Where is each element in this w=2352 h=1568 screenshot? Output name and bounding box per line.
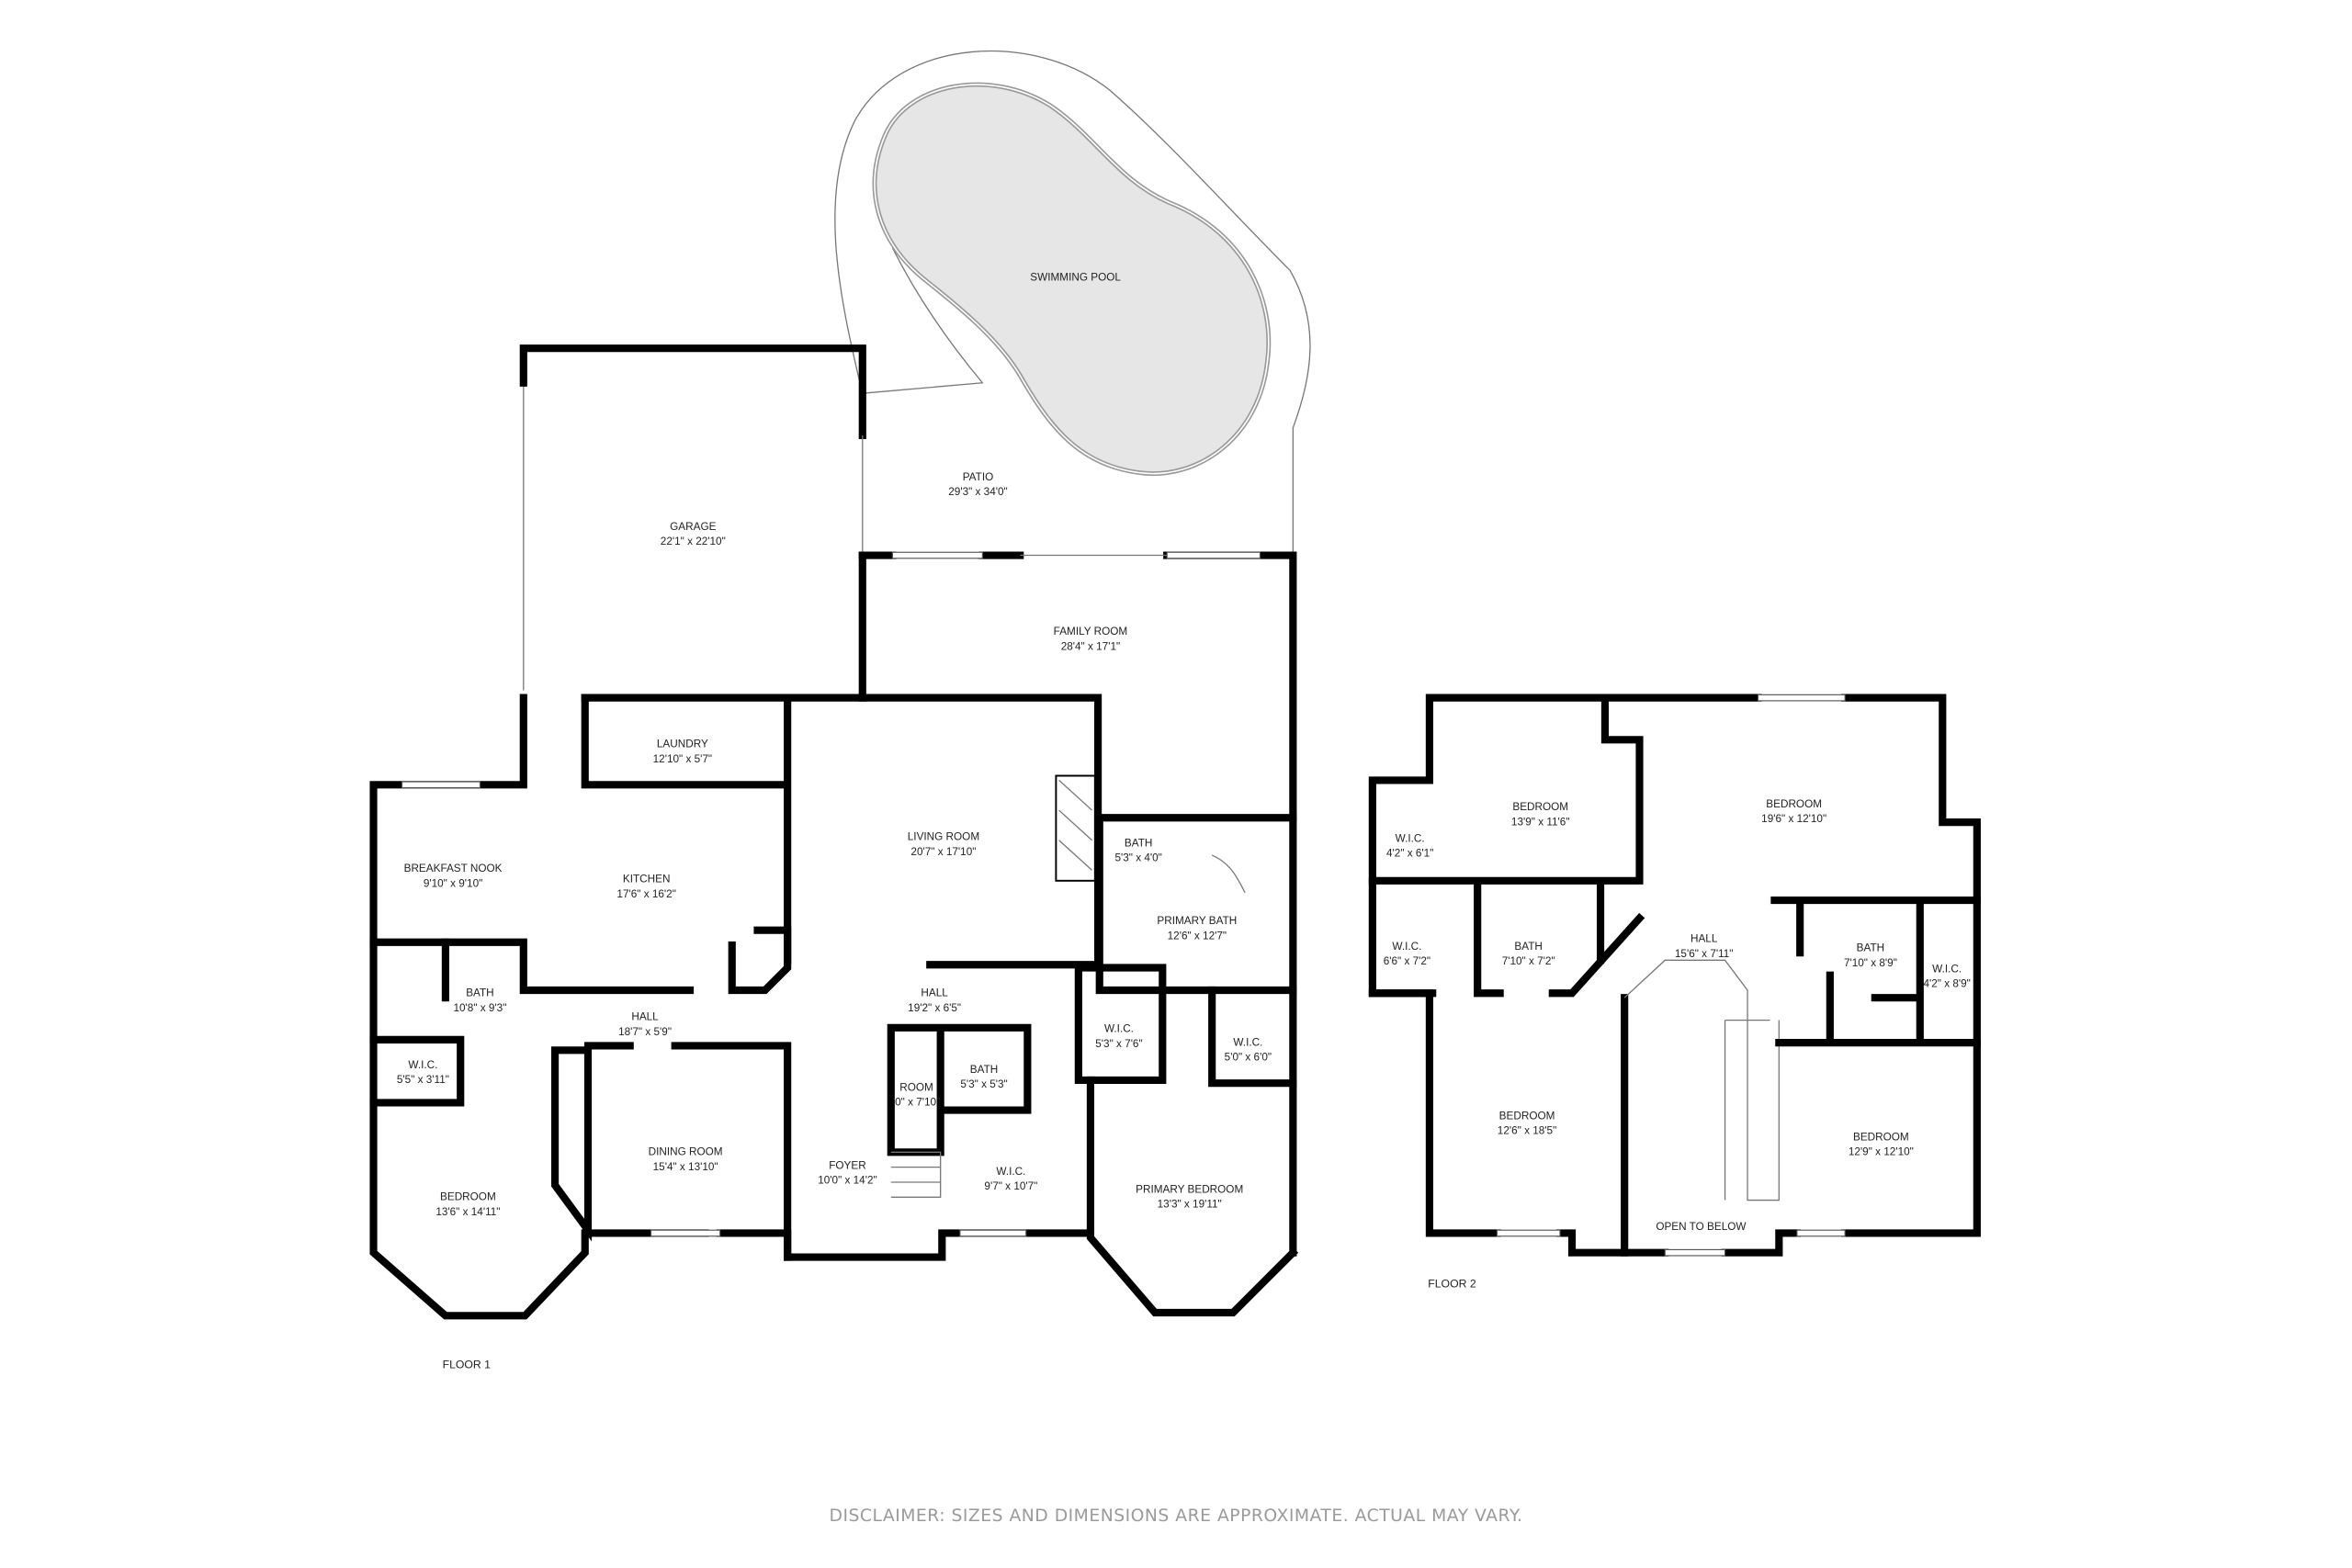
floor-1-walls [369,344,1299,1320]
floor-1-label: FLOOR 1 [443,1358,492,1371]
room-dimensions: 10'0" x 14'2" [818,1175,876,1187]
room-dimensions: 18'7" x 5'9" [618,1026,672,1038]
room-dimensions: 5'5" x 3'11" [397,1074,449,1086]
room-dimensions: 19'6" x 12'10" [1761,813,1826,825]
room-name-kitchen: KITCHEN [623,873,671,885]
room-dimensions: '0" x 7'10" [893,1097,940,1109]
room-name-breakfast-nook: BREAKFAST NOOK [404,863,503,874]
pool-area [834,50,1311,556]
room-name-w-i-c: W.I.C. [1233,1036,1262,1048]
room-labels: SWIMMING POOL PATIO 29'3" x 34'0" GARAGE 22'… [397,272,1971,1233]
room-name-bedroom: BEDROOM [1512,801,1568,813]
room-name-hall: HALL [1690,933,1718,945]
room-dimensions: 4'2" x 8'9" [1923,978,1970,990]
room-dimensions: 12'6" x 18'5" [1498,1125,1556,1137]
room-name-bath: BATH [970,1064,998,1076]
room-dimensions: 5'3" x 5'3" [960,1078,1007,1090]
room-dimensions: 9'10" x 9'10" [424,877,482,889]
room-name-primary-bedroom: PRIMARY BEDROOM [1136,1183,1243,1195]
room-name-dining-room: DINING ROOM [649,1146,723,1158]
room-name-hall: HALL [631,1011,659,1023]
room-name-living-room: LIVING ROOM [908,831,979,843]
room-name-w-i-c: W.I.C. [408,1059,437,1071]
disclaimer: DISCLAIMER: SIZES AND DIMENSIONS ARE APP… [830,1506,1523,1526]
room-dimensions: 29'3" x 34'0" [948,486,1007,498]
room-dimensions: 12'6" x 12'7" [1168,930,1227,942]
room-dimensions: 28'4" x 17'1" [1061,640,1120,652]
room-dimensions: 15'4" x 13'10" [653,1161,718,1173]
room-dimensions: 7'10" x 7'2" [1502,955,1555,967]
room-name-patio: PATIO [963,471,994,483]
room-name-bath: BATH [1857,942,1884,954]
room-name-w-i-c: W.I.C. [1392,941,1421,953]
room-dimensions: 5'0" x 6'0" [1225,1052,1272,1064]
room-name-open-to-below: OPEN TO BELOW [1656,1221,1747,1233]
room-name-bedroom: BEDROOM [1499,1110,1555,1122]
room-name-bath: BATH [466,987,493,999]
room-dimensions: 12'9" x 12'10" [1849,1146,1914,1158]
room-name-primary-bath: PRIMARY BATH [1157,915,1237,927]
room-name-laundry: LAUNDRY [657,739,708,750]
floor-2-label: FLOOR 2 [1428,1277,1476,1290]
room-dimensions: 22'1" x 22'10" [661,536,726,547]
floor-2-walls [1368,694,1981,1257]
room-name-foyer: FOYER [829,1159,865,1171]
room-dimensions: 13'6" x 14'11" [435,1206,500,1218]
room-name-w-i-c: W.I.C. [1104,1023,1134,1035]
room-name-family-room: FAMILY ROOM [1054,626,1128,637]
room-dimensions: 9'7" x 10'7" [984,1180,1037,1192]
room-dimensions: 5'3" x 7'6" [1095,1038,1142,1050]
room-name-w-i-c: W.I.C. [996,1166,1025,1178]
room-name-bedroom: BEDROOM [1853,1131,1909,1143]
room-dimensions: 13'3" x 19'11" [1158,1199,1222,1211]
room-name-swimming-pool: SWIMMING POOL [1030,272,1121,284]
room-dimensions: 12'10" x 5'7" [653,753,712,765]
room-dimensions: 7'10" x 8'9" [1844,957,1897,969]
room-dimensions: 17'6" x 16'2" [616,888,675,900]
room-dimensions: 15'6" x 7'11" [1675,948,1734,960]
room-name-bath: BATH [1514,941,1542,953]
room-name-bath: BATH [1125,837,1152,849]
room-name-w-i-c: W.I.C. [1396,832,1425,844]
room-dimensions: 13'9" x 11'6" [1511,816,1570,828]
room-dimensions: 10'8" x 9'3" [453,1002,506,1014]
room-name-w-i-c: W.I.C. [1932,963,1962,975]
room-name-garage: GARAGE [670,521,716,533]
room-dimensions: 4'2" x 6'1" [1386,848,1433,860]
room-dimensions: 19'2" x 6'5" [908,1002,961,1014]
room-name-bedroom: BEDROOM [440,1191,496,1203]
room-name-hall: HALL [921,987,948,999]
room-dimensions: 20'7" x 17'10" [910,846,976,858]
room-name-room: ROOM [899,1081,933,1093]
room-name-bedroom: BEDROOM [1766,798,1822,810]
room-dimensions: 5'3" x 4'0" [1114,852,1161,864]
room-dimensions: 6'6" x 7'2" [1384,955,1430,967]
